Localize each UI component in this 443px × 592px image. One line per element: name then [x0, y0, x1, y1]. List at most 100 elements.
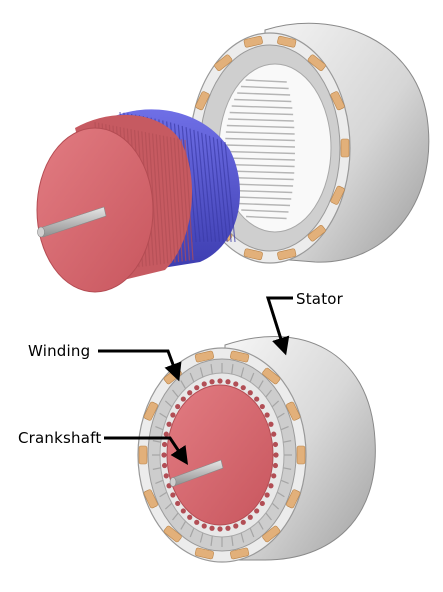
winding-arrow	[98, 349, 182, 382]
top-stator-slots	[225, 79, 296, 220]
stator-slot	[228, 176, 294, 181]
stator-slot	[237, 92, 291, 96]
stator-slot	[257, 521, 264, 530]
rotor-tooth	[162, 135, 172, 263]
rotor-tooth	[247, 514, 253, 520]
rotor-tooth	[268, 483, 274, 489]
rotor-tooth	[159, 134, 169, 264]
winding-coil	[262, 367, 281, 385]
rotor-tooth	[254, 396, 260, 402]
rotor-tooth	[240, 385, 246, 391]
stator-slot	[199, 532, 204, 543]
rotor-tooth	[271, 431, 277, 437]
crankshaft-arrow	[104, 436, 188, 465]
rotor-tooth	[208, 135, 221, 242]
crankshaft-label: Crankshaft	[18, 429, 102, 447]
rotor-tooth	[254, 508, 260, 514]
rotor-tooth	[271, 473, 277, 479]
rotor-tooth	[184, 139, 194, 261]
stator-label: Stator	[296, 290, 344, 308]
stator-slot	[234, 98, 292, 103]
stator-slot	[231, 364, 234, 375]
winding-coil	[138, 445, 148, 465]
stator-slot	[246, 215, 287, 220]
winding-coil	[330, 185, 345, 205]
stator-slot	[225, 157, 295, 161]
winding-coil	[243, 35, 263, 48]
top-rotor	[36, 109, 240, 293]
winding-coil	[286, 489, 301, 509]
rotor-tooth	[187, 390, 193, 396]
stator-slot	[210, 535, 213, 546]
stator-slot	[265, 512, 272, 521]
winding-coil	[330, 91, 345, 111]
stator-slot	[159, 491, 168, 498]
winding-coil	[143, 401, 158, 421]
winding-label: Winding	[28, 342, 91, 360]
stator-slot	[271, 400, 280, 408]
rotor-tooth	[217, 378, 223, 384]
rotor-tooth	[259, 500, 265, 507]
winding-coil	[214, 54, 233, 72]
stator-slot	[240, 367, 245, 378]
stator-slot	[225, 144, 296, 148]
stator-slot	[225, 163, 295, 168]
stator-slot	[180, 521, 187, 530]
stator-slot	[245, 79, 287, 83]
rotor-tooth	[175, 403, 181, 410]
stator-slot	[249, 527, 255, 538]
rotor-tooth	[201, 381, 207, 387]
stator-slot	[199, 367, 204, 378]
bottom-stator-slots	[152, 363, 292, 547]
stator-slot	[231, 189, 293, 194]
rotor-tooth	[175, 500, 181, 507]
rotor-tooth	[194, 385, 200, 391]
rotor-tooth	[173, 137, 183, 262]
winding-coil	[277, 248, 297, 261]
stator-slot	[280, 479, 289, 484]
winding-coil	[143, 489, 158, 509]
stator-slot	[225, 131, 295, 135]
stator-slot	[226, 124, 295, 129]
rotor-tooth	[170, 492, 176, 498]
stator-arrow	[265, 296, 293, 356]
stator-slot	[228, 118, 294, 122]
winding-coil	[195, 91, 210, 111]
rotor-tooth	[240, 519, 246, 525]
rotor-tooth	[272, 441, 279, 448]
stator-slot	[225, 150, 296, 155]
bottom-rotor	[161, 378, 279, 532]
rotor-tooth	[224, 141, 236, 243]
rotor-tooth	[180, 508, 186, 514]
rotor-tooth	[247, 390, 253, 396]
rotor-tooth	[217, 526, 223, 532]
rotor-tooth	[194, 519, 200, 525]
rotor-tooth	[155, 134, 165, 264]
rotor-tooth	[197, 131, 209, 242]
stator-slot	[240, 532, 245, 543]
stator-slot	[164, 400, 173, 408]
winding-coil	[194, 547, 214, 560]
rotor-tooth	[187, 514, 193, 520]
rotor-tooth	[264, 492, 270, 498]
bottom-shaft	[169, 459, 224, 487]
stator-slot	[283, 440, 292, 443]
rotor-tooth	[161, 452, 167, 458]
winding-coil	[243, 248, 263, 261]
rotor-tooth	[163, 431, 169, 437]
winding-coil	[163, 525, 182, 543]
stator-slot	[155, 426, 164, 431]
stator-slot	[240, 85, 289, 90]
rotor-tooth	[177, 138, 187, 261]
rotor-tooth	[272, 462, 279, 469]
stator-slot	[210, 364, 213, 375]
stator-slot	[249, 372, 255, 383]
stator-slot	[265, 389, 272, 398]
stator-slot	[189, 527, 195, 538]
stator-slot	[276, 491, 285, 498]
rotor-tooth	[212, 137, 224, 242]
winding-coil	[230, 547, 250, 560]
winding-coil	[277, 35, 297, 48]
rotor-tooth	[204, 134, 217, 242]
winding-coil	[307, 224, 326, 242]
